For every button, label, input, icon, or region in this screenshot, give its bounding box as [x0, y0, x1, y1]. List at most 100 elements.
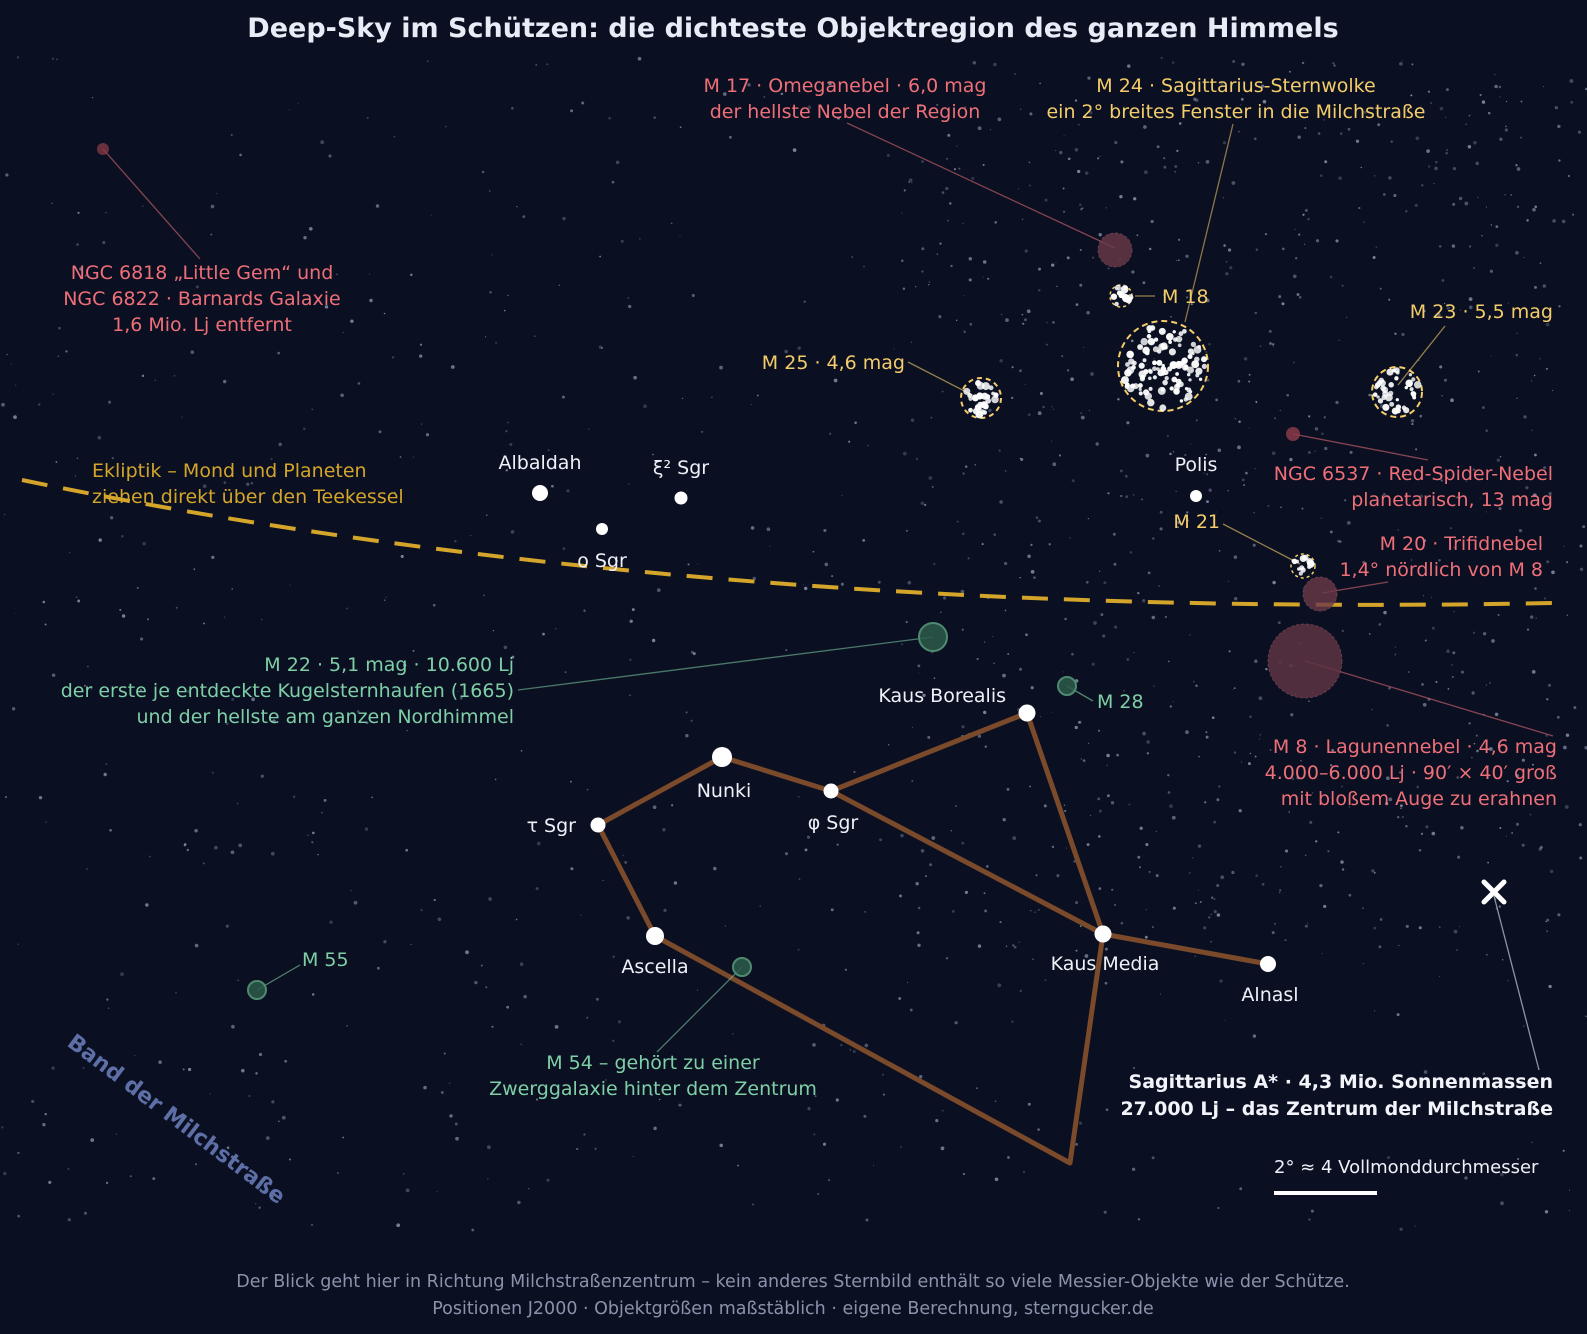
background-star [998, 449, 1001, 452]
background-star [639, 238, 641, 240]
background-star [1522, 1025, 1525, 1028]
background-star [1494, 84, 1498, 89]
background-star [90, 1138, 95, 1142]
leader-m17 [846, 122, 1116, 249]
background-star [340, 393, 344, 398]
background-star [1116, 753, 1119, 757]
background-star [1515, 250, 1519, 255]
background-star [917, 664, 921, 668]
background-star [1208, 488, 1212, 492]
background-star [1324, 160, 1328, 164]
background-star [580, 914, 582, 916]
background-star [1540, 769, 1545, 773]
background-star [1028, 161, 1031, 164]
background-star [1205, 735, 1209, 739]
background-star [1172, 906, 1176, 910]
background-star [1030, 909, 1032, 912]
background-star [1292, 274, 1297, 279]
background-star [1013, 945, 1017, 949]
background-star [1288, 811, 1291, 813]
background-star [1338, 176, 1342, 180]
background-star [1024, 249, 1028, 253]
background-star [823, 528, 827, 533]
background-star [515, 918, 518, 921]
background-star [1298, 233, 1301, 236]
background-star [1026, 309, 1031, 314]
background-star [108, 400, 112, 404]
background-star [190, 350, 195, 354]
background-star [1044, 979, 1047, 982]
background-star [1163, 165, 1167, 169]
background-star [1248, 380, 1251, 383]
footer: Der Blick geht hier in Richtung Milchstr… [236, 1272, 1350, 1319]
background-star [1159, 527, 1163, 531]
background-star [583, 609, 586, 612]
background-star [1058, 454, 1061, 457]
background-star [941, 191, 945, 194]
background-star [697, 563, 699, 565]
background-star [3, 513, 6, 516]
background-star [1066, 256, 1070, 260]
background-star [1240, 761, 1242, 763]
m21-member [1299, 555, 1307, 562]
background-star [425, 433, 430, 437]
background-star [759, 905, 761, 907]
background-star [961, 841, 965, 845]
background-star [1142, 281, 1146, 285]
background-star [1582, 525, 1586, 529]
background-star [905, 620, 908, 624]
background-star [1459, 925, 1461, 928]
background-star [1208, 916, 1211, 919]
background-star [836, 843, 839, 846]
background-star [1151, 926, 1154, 929]
background-star [38, 796, 43, 800]
background-star [1023, 1171, 1025, 1173]
background-star [968, 696, 971, 699]
svg-text:ziehen direkt über den Teekess: ziehen direkt über den Teekessel [92, 486, 404, 508]
background-star [13, 415, 17, 419]
background-star [1186, 511, 1189, 514]
background-star [134, 1054, 136, 1057]
background-star [833, 378, 838, 383]
background-star [968, 278, 972, 282]
background-star [1035, 516, 1039, 519]
background-star [223, 616, 226, 618]
bright-stars [532, 485, 1276, 972]
background-star [1363, 110, 1367, 114]
background-star [277, 351, 281, 355]
background-star [1324, 446, 1328, 451]
background-star [399, 456, 402, 458]
background-star [1479, 93, 1482, 97]
background-star [751, 1203, 755, 1206]
svg-text:NGC 6822 · Barnards Galaxie: NGC 6822 · Barnards Galaxie [63, 288, 341, 310]
background-star [455, 1136, 459, 1141]
background-star [270, 851, 275, 856]
m55-globular [247, 980, 267, 1000]
m18-member [1114, 301, 1119, 307]
background-star [97, 435, 102, 440]
background-star [1063, 804, 1066, 806]
background-star [281, 299, 283, 302]
background-star [1343, 797, 1346, 800]
background-star [840, 1044, 843, 1047]
background-star [1438, 559, 1441, 562]
background-star [1449, 527, 1453, 530]
background-star [1434, 166, 1438, 171]
background-star [1126, 421, 1130, 425]
background-star [1095, 442, 1099, 446]
background-star [711, 396, 713, 398]
background-star [1363, 769, 1366, 772]
background-star [1267, 504, 1270, 507]
m25-member [975, 410, 984, 419]
background-star [1338, 339, 1340, 342]
m25-member [991, 395, 999, 404]
background-star [1255, 248, 1259, 251]
background-star [1515, 822, 1520, 826]
background-star [1185, 518, 1189, 522]
background-star [1408, 671, 1410, 673]
m24-member [1165, 332, 1174, 341]
background-star [1141, 498, 1143, 501]
leader-m21 [1222, 523, 1301, 565]
background-star [964, 890, 968, 894]
background-star [426, 60, 429, 62]
